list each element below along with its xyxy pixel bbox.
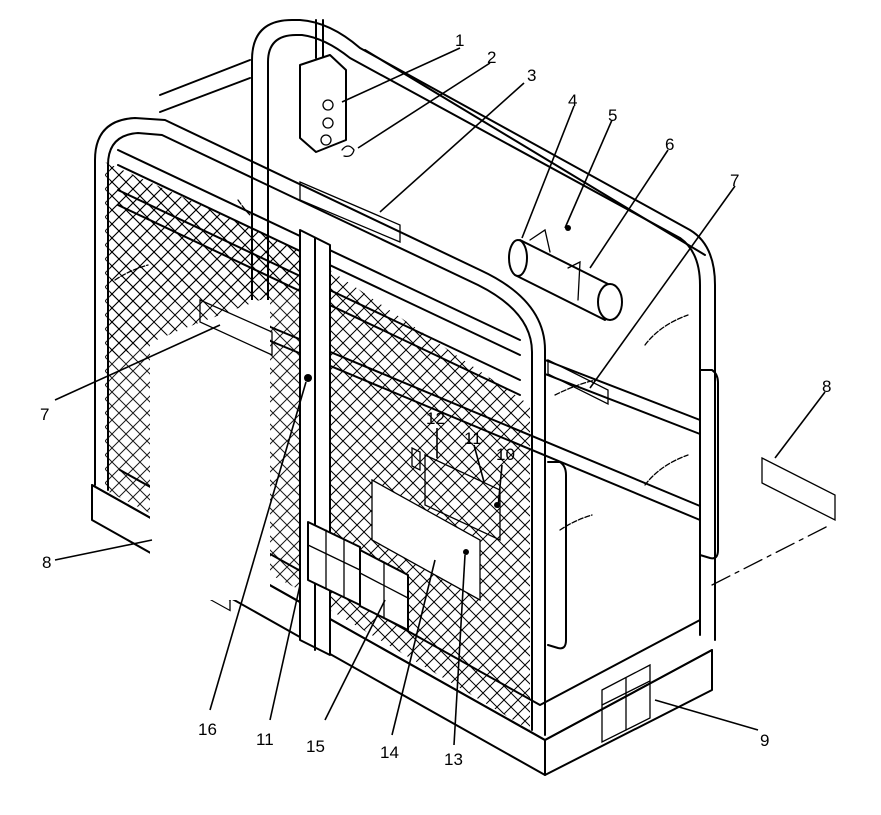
center-post (299, 229, 331, 656)
callout-11-lower: 11 (256, 730, 274, 749)
callout-3: 3 (527, 66, 536, 85)
callout-8-right: 8 (822, 377, 831, 396)
callout-1: 1 (455, 31, 464, 50)
callout-labels: 1 2 3 4 5 6 7 7 8 8 9 10 11 11 12 13 14 … (40, 31, 831, 769)
callout-6: 6 (665, 135, 674, 154)
leader-lines (54, 47, 826, 746)
callout-15: 15 (306, 737, 325, 756)
callout-13: 13 (444, 750, 463, 769)
callout-7-left: 7 (40, 405, 49, 424)
callout-7-right: 7 (730, 171, 739, 190)
decal-7-right (547, 358, 609, 406)
callout-12: 12 (426, 409, 445, 428)
right-side-handle (547, 369, 719, 650)
left-gate-mesh (105, 162, 300, 600)
decal-9 (601, 663, 651, 744)
manual-holder (372, 480, 480, 600)
decal-11-15 (307, 521, 409, 631)
callout-14: 14 (380, 743, 399, 762)
decal-8-right (761, 456, 836, 522)
callout-5: 5 (608, 106, 617, 125)
callout-9: 9 (760, 731, 769, 750)
control-box (299, 19, 355, 158)
callout-11-upper: 11 (464, 429, 482, 448)
decal-3 (299, 181, 401, 243)
callout-16: 16 (198, 720, 217, 739)
callout-8-left: 8 (42, 553, 51, 572)
callout-4: 4 (568, 91, 577, 110)
chains (114, 199, 689, 531)
callout-10: 10 (496, 445, 515, 464)
callout-2: 2 (487, 48, 496, 67)
decal-7-left (199, 298, 273, 357)
manual-canister (508, 228, 623, 321)
fastener-16 (304, 374, 312, 382)
